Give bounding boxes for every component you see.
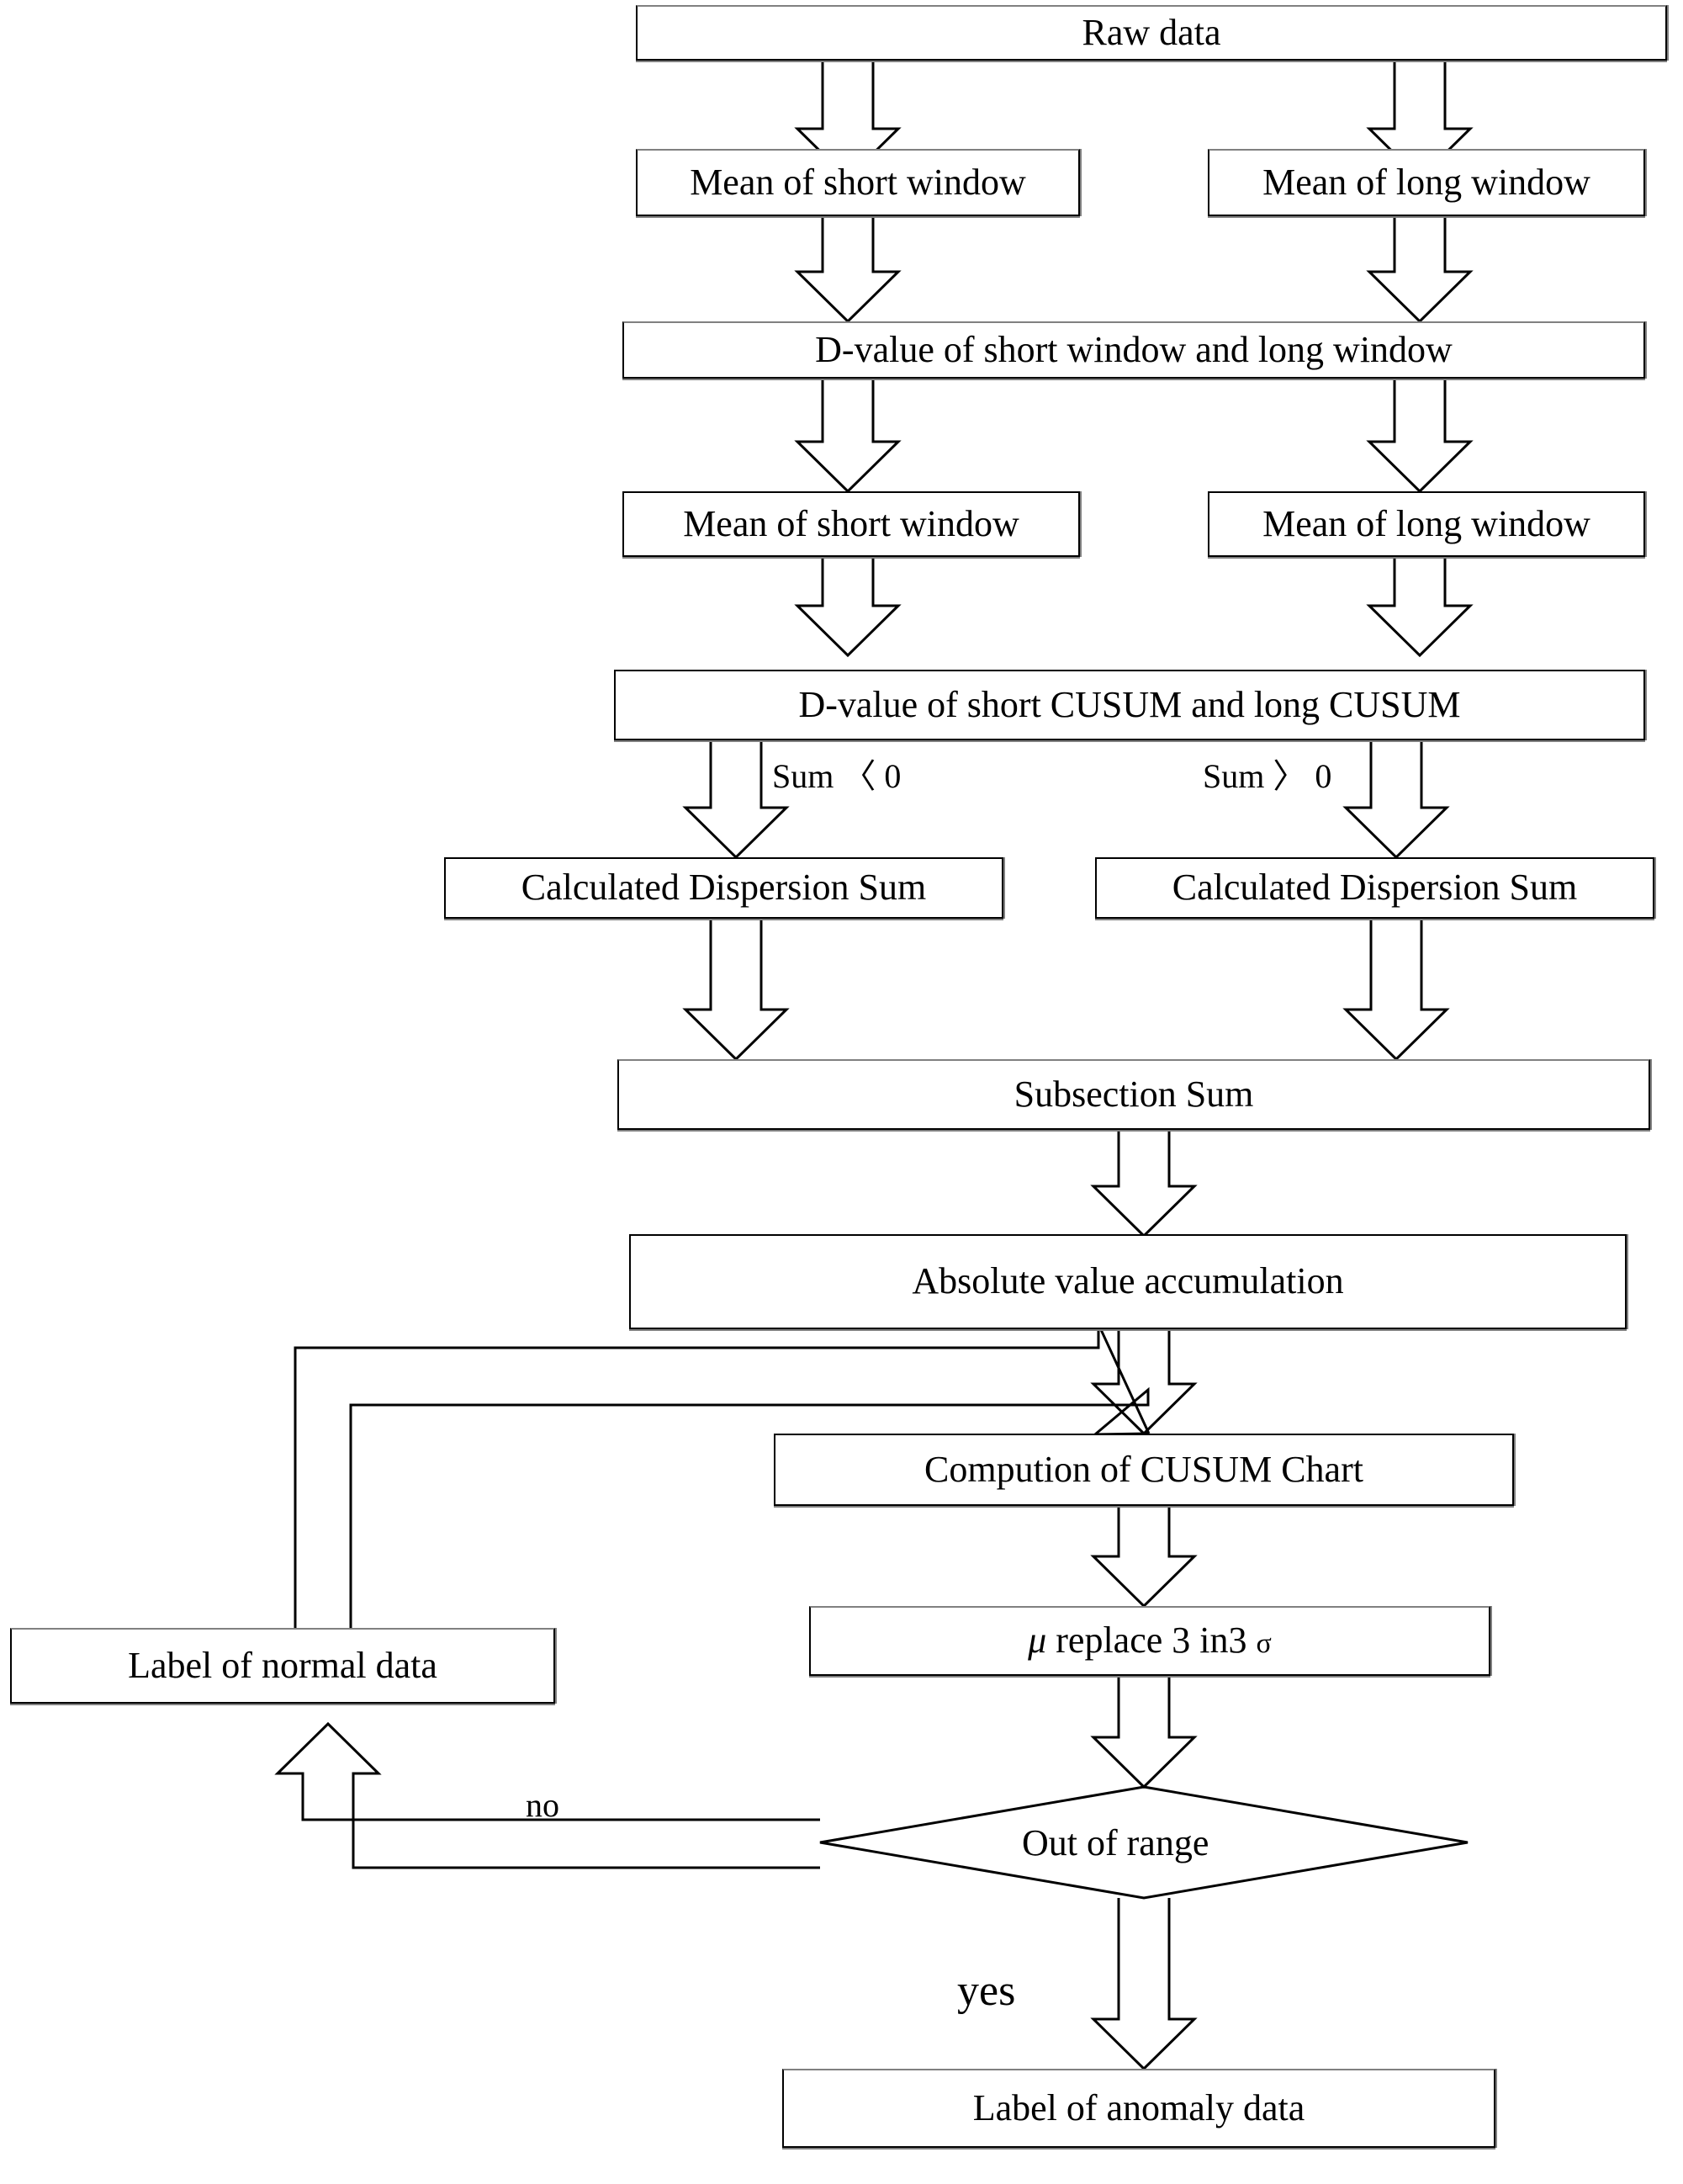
node-label-of-anomaly-data[interactable]: Label of anomaly data — [782, 2069, 1495, 2148]
arrow-dispersionleft-to-subsectionsum — [682, 919, 790, 1062]
node-absolute-value-accumulation[interactable]: Absolute value accumulation — [629, 1234, 1627, 1329]
node-mean-long-window-2-label: Mean of long window — [1262, 502, 1590, 544]
arrow-mureplace-to-decision — [1090, 1676, 1198, 1789]
edge-label-branch-yes: yes — [957, 1967, 1016, 2015]
node-raw-data[interactable]: Raw data — [636, 5, 1667, 61]
node-mean-short-window-1[interactable]: Mean of short window — [636, 149, 1080, 216]
arrow-meanlong1-to-dvaluewindows — [1366, 216, 1474, 324]
node-mean-short-window-1-label: Mean of short window — [690, 161, 1026, 203]
arrow-dvaluecusum-to-dispersion-right — [1342, 740, 1450, 860]
feedback-loop-inner-line — [349, 1386, 1150, 1628]
node-dvalue-windows-label: D-value of short window and long window — [815, 328, 1453, 370]
node-calculated-dispersion-sum-left-label: Calculated Dispersion Sum — [521, 867, 927, 909]
node-mean-long-window-1[interactable]: Mean of long window — [1208, 149, 1645, 216]
arrow-decision-no-to-labelnormal — [274, 1721, 820, 1869]
arrow-dvaluewindows-to-meanshort2 — [794, 379, 902, 494]
zero-left: 0 — [884, 757, 902, 795]
edge-label-sum-greater-than-zero: Sum〉0 — [1203, 749, 1331, 798]
node-dvalue-windows[interactable]: D-value of short window and long window — [622, 321, 1645, 379]
node-dvalue-cusum-label: D-value of short CUSUM and long CUSUM — [798, 683, 1461, 725]
mu-symbol: μ — [1028, 1619, 1047, 1662]
node-mean-short-window-2[interactable]: Mean of short window — [622, 491, 1080, 557]
node-compution-of-cusum-chart[interactable]: Compution of CUSUM Chart — [774, 1434, 1514, 1506]
feedback-loop-outer-line — [294, 1323, 1151, 1628]
node-compution-of-cusum-chart-label: Compution of CUSUM Chart — [924, 1448, 1363, 1490]
sum-word-right: Sum — [1203, 757, 1265, 795]
node-label-of-anomaly-data-label: Label of anomaly data — [972, 2086, 1305, 2128]
greater-than-icon: 〉 — [1273, 757, 1307, 795]
zero-right: 0 — [1315, 757, 1332, 795]
arrow-cusumchart-to-mureplace — [1090, 1506, 1198, 1609]
arrow-meanshort2-to-dvaluecusum — [794, 557, 902, 658]
node-subsection-sum[interactable]: Subsection Sum — [617, 1059, 1650, 1130]
less-than-icon: 〈 — [842, 757, 876, 795]
mu-replace-text: replace 3 in3 — [1056, 1619, 1247, 1662]
node-label-of-normal-data-label: Label of normal data — [128, 1644, 437, 1686]
sigma-symbol: σ — [1256, 1628, 1272, 1660]
node-mean-long-window-1-label: Mean of long window — [1262, 161, 1590, 203]
edge-label-branch-no: no — [526, 1786, 559, 1824]
node-mu-replace-sigma[interactable]: μ replace 3 in3 σ — [809, 1606, 1490, 1676]
node-mu-replace-sigma-label: μ replace 3 in3 σ — [1028, 1620, 1272, 1661]
edge-label-sum-less-than-zero: Sum〈0 — [772, 749, 901, 798]
node-mean-short-window-2-label: Mean of short window — [683, 502, 1019, 544]
arrow-dispersionright-to-subsectionsum — [1342, 919, 1450, 1062]
node-absolute-value-accumulation-label: Absolute value accumulation — [912, 1260, 1344, 1302]
node-decision-out-of-range-label[interactable]: Out of range — [1022, 1822, 1209, 1863]
arrow-dvaluecusum-to-dispersion-left — [682, 740, 790, 860]
node-mean-long-window-2[interactable]: Mean of long window — [1208, 491, 1645, 557]
node-calculated-dispersion-sum-left[interactable]: Calculated Dispersion Sum — [444, 857, 1003, 919]
decision-diamond-shape — [819, 1785, 1469, 1900]
arrow-subsectionsum-to-absoluteaccum — [1090, 1130, 1198, 1238]
sum-word-left: Sum — [772, 757, 834, 795]
node-raw-data-label: Raw data — [1082, 11, 1221, 53]
node-dvalue-cusum[interactable]: D-value of short CUSUM and long CUSUM — [614, 670, 1645, 740]
arrow-dvaluewindows-to-meanlong2 — [1366, 379, 1474, 494]
arrow-meanlong2-to-dvaluecusum — [1366, 557, 1474, 658]
arrow-decision-yes-to-anomaly — [1090, 1898, 1198, 2071]
node-calculated-dispersion-sum-right[interactable]: Calculated Dispersion Sum — [1095, 857, 1654, 919]
arrow-meanshort1-to-dvaluewindows — [794, 216, 902, 324]
node-calculated-dispersion-sum-right-label: Calculated Dispersion Sum — [1172, 867, 1578, 909]
node-label-of-normal-data[interactable]: Label of normal data — [10, 1628, 555, 1704]
node-subsection-sum-label: Subsection Sum — [1014, 1073, 1254, 1115]
